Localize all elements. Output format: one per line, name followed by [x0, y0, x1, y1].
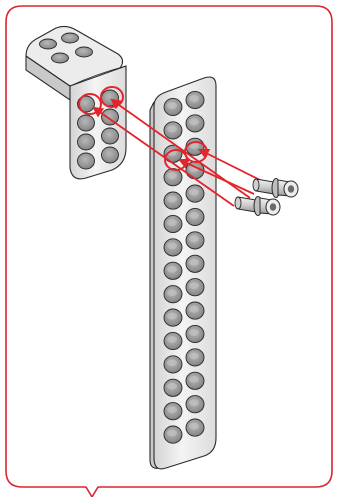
beam-hole-shine [189, 212, 199, 219]
bracket-top-hole [62, 33, 79, 43]
bracket-front-hole [78, 115, 95, 131]
beam-hole-shine [167, 125, 177, 132]
peg-back-end [253, 179, 259, 191]
beam-hole-shine [167, 102, 177, 109]
l-bracket [26, 26, 126, 178]
bracket-top-hole [40, 39, 57, 49]
beam-hole-shine [167, 430, 177, 437]
beam-hole-shine [189, 329, 199, 336]
beam-hole-shine [189, 259, 199, 266]
peg-end-hole [270, 203, 276, 211]
beam-hole-shine [189, 423, 199, 430]
beam-hole-shine [167, 336, 177, 343]
beam-hole-shine [189, 235, 199, 242]
bracket-front-hole [102, 128, 119, 144]
bracket-front-hole [78, 153, 95, 169]
beam-hole-shine [167, 289, 177, 296]
beam-hole-shine [167, 242, 177, 249]
beam-hole-shine [189, 95, 199, 102]
beam-hole-shine [189, 306, 199, 313]
bracket-front-hole [78, 134, 95, 150]
beam-hole-shine [189, 352, 199, 359]
beam-hole-shine [167, 219, 177, 226]
beam-hole-shine [189, 399, 199, 406]
bracket-top-hole [76, 47, 93, 57]
beam-hole-shine [167, 172, 177, 179]
connector-peg [253, 179, 298, 198]
beam-hole-shine [167, 406, 177, 413]
long-beam [150, 77, 216, 469]
peg-end-hole [288, 185, 294, 193]
beam-hole-shine [167, 196, 177, 203]
beam-hole-shine [167, 383, 177, 390]
bracket-top-hole [52, 53, 69, 63]
beam-hole-shine [189, 282, 199, 289]
connector-peg [235, 197, 280, 216]
bracket-front-hole [102, 147, 119, 163]
beam-hole-shine [189, 118, 199, 125]
connector-pegs [235, 179, 298, 216]
beam-hole-shine [167, 313, 177, 320]
beam-hole-shine [167, 359, 177, 366]
beam-hole-shine [189, 376, 199, 383]
peg-back-end [235, 197, 241, 209]
beam-hole-shine [189, 189, 199, 196]
beam-hole-shine [167, 266, 177, 273]
